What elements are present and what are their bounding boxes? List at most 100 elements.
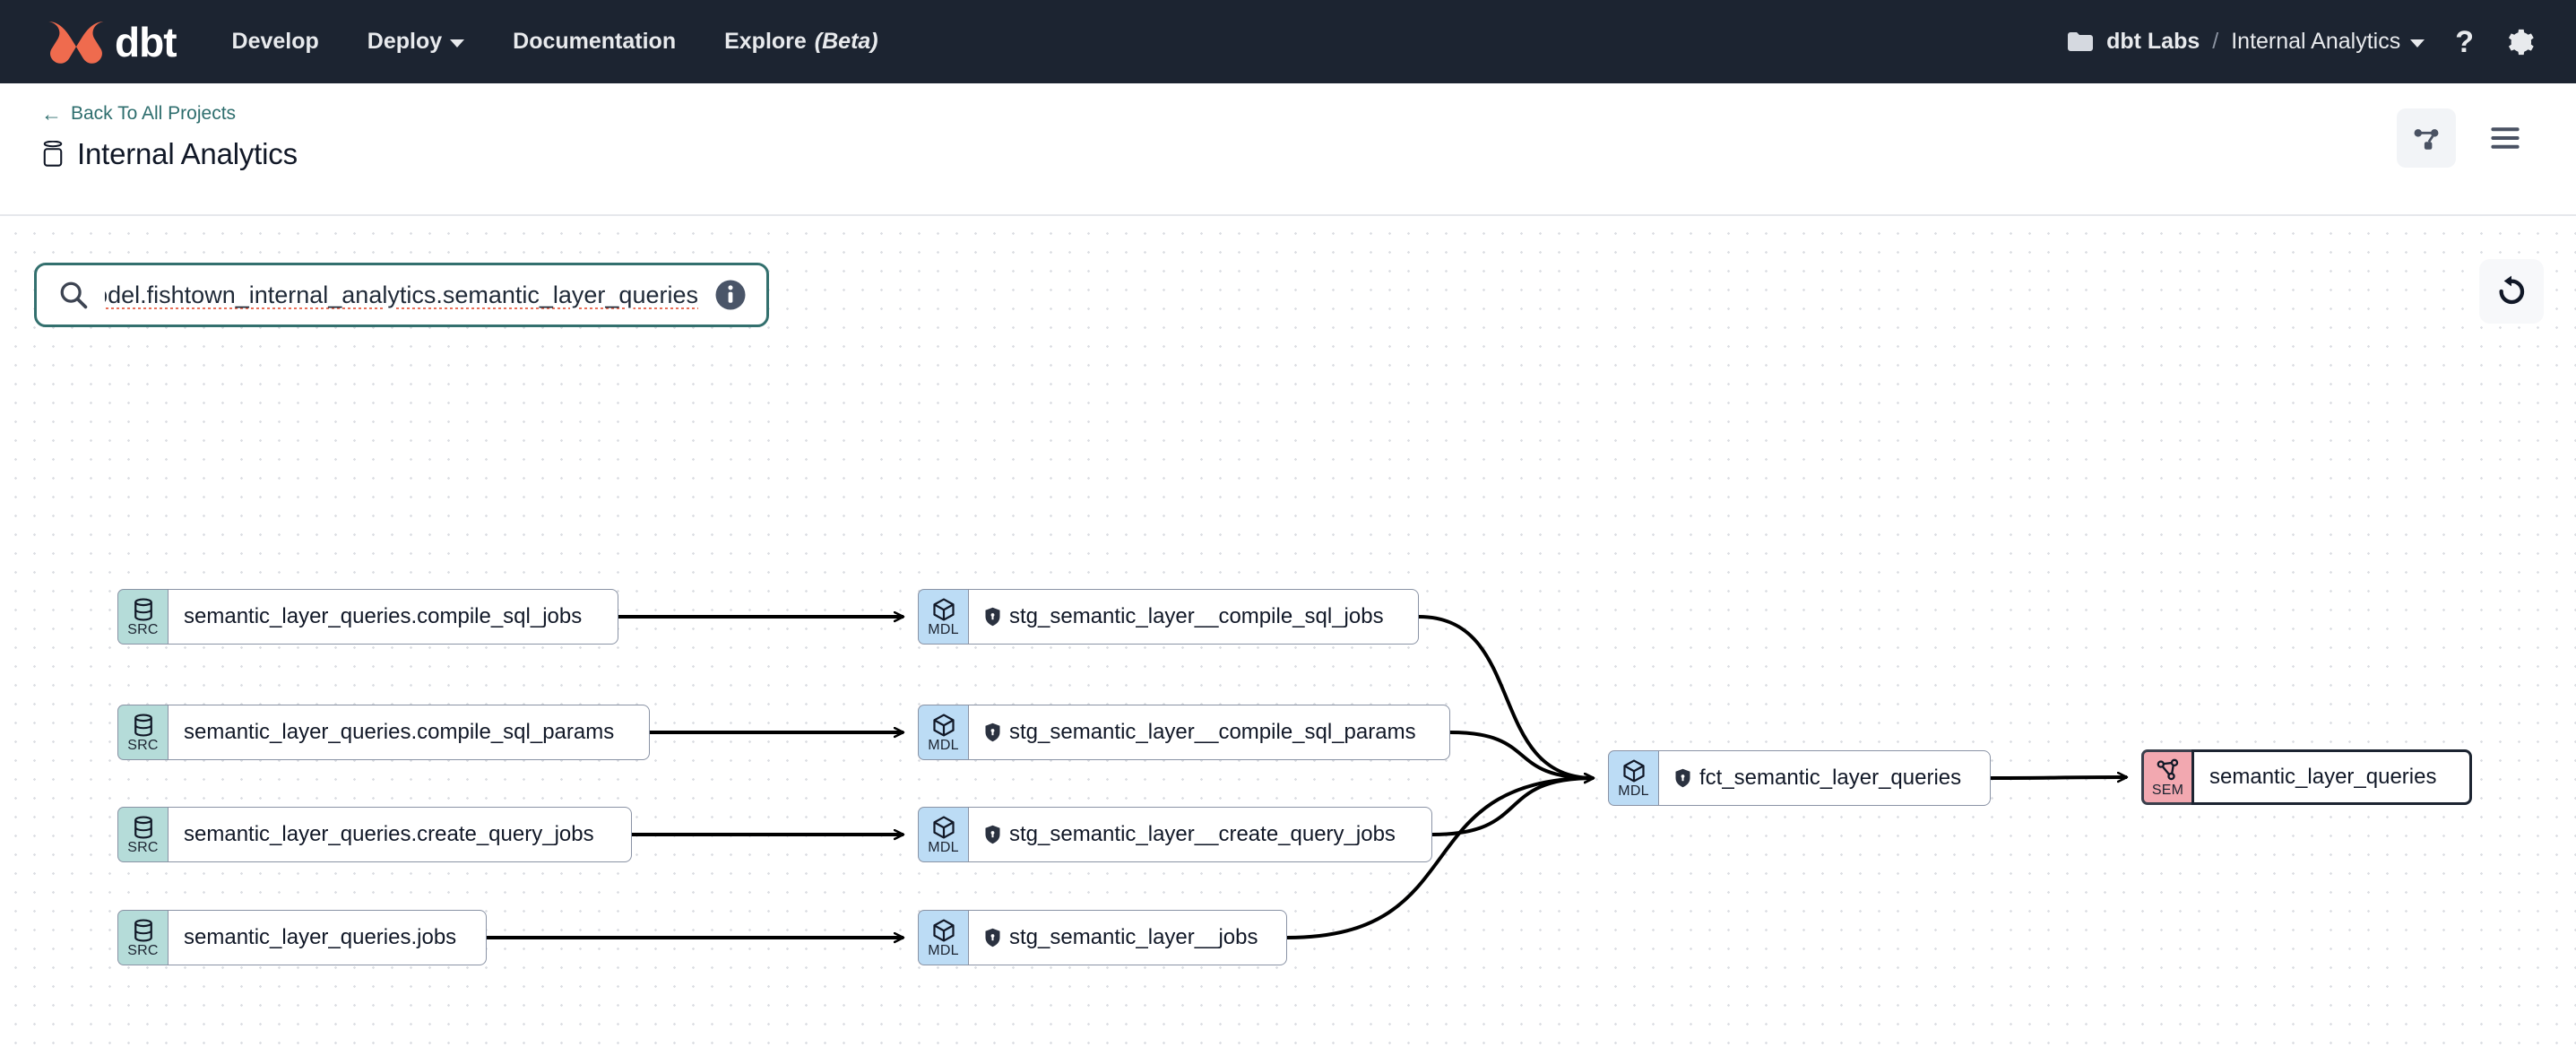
node-label: semantic_layer_queries.compile_sql_param…: [184, 720, 615, 744]
search-icon: [60, 281, 88, 309]
node-type-label: MDL: [928, 942, 959, 958]
list-view-button[interactable]: [2476, 108, 2535, 168]
node-type-badge-src: SRC: [117, 705, 168, 760]
chevron-down-icon: [450, 39, 465, 48]
node-label: fct_semantic_layer_queries: [1699, 766, 1962, 790]
lineage-edge: [1431, 778, 1594, 836]
graph-node-mdl4[interactable]: MDL stg_semantic_layer__jobs: [918, 910, 1287, 965]
cube-icon: [932, 713, 955, 737]
database-cylinder-icon: [134, 597, 152, 621]
shield-icon: [985, 825, 1000, 844]
graph-node-mdl3[interactable]: MDL stg_semantic_layer__create_query_jobs: [918, 807, 1432, 862]
node-label: stg_semantic_layer__create_query_jobs: [1009, 822, 1396, 846]
brand-wordmark: dbt: [115, 18, 177, 65]
graph-node-mdl1[interactable]: MDL stg_semantic_layer__compile_sql_jobs: [918, 589, 1419, 645]
dbt-brand-logo[interactable]: dbt: [41, 17, 177, 67]
node-type-label: MDL: [1618, 783, 1649, 799]
page-title: Internal Analytics: [77, 137, 298, 170]
node-body: fct_semantic_layer_queries: [1658, 750, 1991, 806]
nav-link-develop-label: Develop: [231, 29, 319, 54]
node-body: stg_semantic_layer__compile_sql_jobs: [968, 589, 1419, 645]
graph-node-mdl2[interactable]: MDL stg_semantic_layer__compile_sql_param…: [918, 705, 1450, 760]
arrow-left-icon: ←: [41, 101, 62, 125]
node-body: semantic_layer_queries: [2191, 749, 2472, 805]
cube-icon: [932, 815, 955, 839]
nav-link-explore-label: Explore: [724, 29, 807, 54]
nav-link-develop[interactable]: Develop: [232, 29, 319, 55]
nav-link-documentation[interactable]: Documentation: [513, 29, 676, 55]
breadcrumb-separator: /: [2212, 29, 2219, 54]
cube-icon: [1622, 758, 1645, 783]
node-type-badge-src: SRC: [117, 910, 168, 965]
nav-link-documentation-label: Documentation: [513, 29, 677, 54]
project-subheader: ← Back To All Projects Internal Analytic…: [0, 83, 2576, 216]
shield-icon: [985, 607, 1000, 627]
question-mark-icon[interactable]: ?: [2455, 24, 2474, 59]
project-selector-label: Internal Analytics: [2231, 29, 2401, 54]
graph-node-sem[interactable]: SEM semantic_layer_queries: [2141, 749, 2472, 805]
node-label: semantic_layer_queries.compile_sql_jobs: [184, 604, 583, 628]
node-type-label: SRC: [127, 737, 159, 753]
graph-node-src1[interactable]: SRC semantic_layer_queries.compile_sql_jo…: [117, 589, 618, 645]
reset-graph-button[interactable]: [2479, 259, 2544, 324]
hamburger-menu-icon: [2491, 127, 2520, 149]
graph-node-src3[interactable]: SRC semantic_layer_queries.create_query_j…: [117, 807, 632, 862]
node-body: semantic_layer_queries.compile_sql_param…: [168, 705, 650, 760]
database-cylinder-icon: [134, 713, 152, 737]
nav-link-explore[interactable]: Explore (Beta): [724, 29, 878, 55]
search-input[interactable]: [105, 281, 698, 309]
gear-icon[interactable]: [2504, 27, 2535, 57]
explore-beta-tag: (Beta): [814, 29, 878, 54]
project-selector[interactable]: Internal Analytics: [2231, 29, 2425, 55]
shield-icon: [985, 723, 1000, 742]
subheader-actions: [2397, 103, 2535, 168]
graph-node-src2[interactable]: SRC semantic_layer_queries.compile_sql_pa…: [117, 705, 650, 760]
node-type-badge-src: SRC: [117, 589, 168, 645]
node-type-label: MDL: [928, 737, 959, 753]
node-label: stg_semantic_layer__jobs: [1009, 925, 1258, 949]
back-to-all-projects-link[interactable]: ← Back To All Projects: [41, 103, 298, 125]
node-type-badge-mdl: MDL: [918, 589, 968, 645]
dbt-logo-icon: [48, 21, 104, 64]
info-icon[interactable]: [714, 279, 747, 311]
node-type-label: SRC: [127, 839, 159, 855]
folder-icon: [2068, 31, 2094, 51]
shield-icon: [1675, 768, 1690, 788]
database-icon: [43, 141, 63, 167]
node-body: stg_semantic_layer__compile_sql_params: [968, 705, 1450, 760]
account-project-breadcrumb: dbt Labs / Internal Analytics: [2067, 29, 2425, 55]
top-navigation-bar: dbt Develop Deploy Documentation Explore…: [0, 0, 2576, 83]
shield-icon: [985, 928, 1000, 947]
node-type-badge-mdl: MDL: [918, 910, 968, 965]
node-type-label: SEM: [2151, 782, 2184, 798]
node-search-box[interactable]: [34, 263, 769, 327]
node-type-label: SRC: [127, 942, 159, 958]
database-cylinder-icon: [134, 815, 152, 839]
lineage-graph-canvas[interactable]: SRC semantic_layer_queries.compile_sql_jo…: [0, 216, 2576, 1047]
org-name[interactable]: dbt Labs: [2106, 29, 2200, 54]
nav-link-deploy-label: Deploy: [367, 29, 443, 54]
graph-node-fct[interactable]: MDL fct_semantic_layer_queries: [1608, 750, 1991, 806]
node-body: semantic_layer_queries.compile_sql_jobs: [168, 589, 618, 645]
chevron-down-icon: [2410, 39, 2425, 48]
lineage-graph-icon: [2414, 129, 2439, 150]
cube-icon: [932, 918, 955, 942]
node-type-label: MDL: [928, 621, 959, 637]
lineage-view-button[interactable]: [2397, 108, 2456, 168]
node-type-badge-mdl: MDL: [1608, 750, 1658, 806]
node-type-label: MDL: [928, 839, 959, 855]
graph-node-src4[interactable]: SRC semantic_layer_queries.jobs: [117, 910, 487, 965]
back-to-all-projects-label: Back To All Projects: [71, 103, 237, 124]
lineage-edge: [1449, 731, 1594, 778]
node-type-badge-src: SRC: [117, 807, 168, 862]
node-body: semantic_layer_queries.create_query_jobs: [168, 807, 632, 862]
node-label: stg_semantic_layer__compile_sql_params: [1009, 720, 1416, 744]
page-title-row: Internal Analytics: [41, 137, 298, 171]
primary-nav-links: Develop Deploy Documentation Explore (Be…: [232, 29, 878, 55]
node-label: semantic_layer_queries.jobs: [184, 925, 457, 949]
node-type-badge-mdl: MDL: [918, 807, 968, 862]
node-body: semantic_layer_queries.jobs: [168, 910, 487, 965]
nav-link-deploy[interactable]: Deploy: [367, 29, 465, 55]
node-label: semantic_layer_queries: [2209, 765, 2437, 789]
node-body: stg_semantic_layer__create_query_jobs: [968, 807, 1432, 862]
